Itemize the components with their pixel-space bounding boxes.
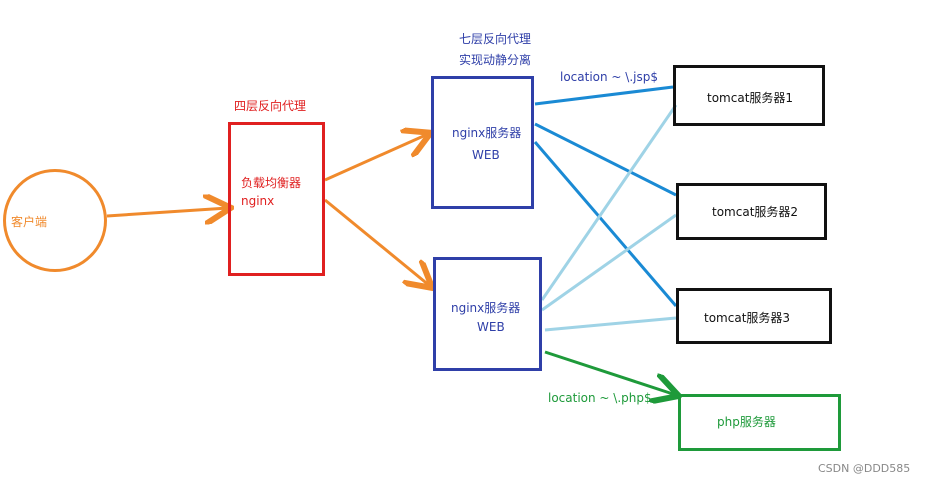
- tomcat1-label: tomcat服务器1: [707, 91, 794, 105]
- edge-nginx1-to-tomcat1: [534, 85, 674, 106]
- edge-lb-to-nginx1: [324, 134, 428, 182]
- nginx2-label-line1: nginx服务器: [451, 301, 521, 315]
- nginx-server-1: [431, 76, 534, 209]
- client-label: 客户端: [11, 215, 48, 229]
- load-balancer-node: [228, 122, 325, 276]
- nginx2-label-line2: WEB: [477, 320, 505, 334]
- layer7-title-line2: 实现动静分离: [459, 53, 532, 67]
- lb-label-line1: 负载均衡器: [241, 176, 302, 190]
- location-php-label: location ~ \.php$: [548, 391, 652, 405]
- layer7-title-line1: 七层反向代理: [459, 32, 532, 46]
- edge-nginx1-to-tomcat3: [533, 141, 678, 307]
- nginx1-label-line1: nginx服务器: [452, 126, 522, 140]
- edge-nginx1-to-tomcat2: [534, 122, 677, 197]
- edge-lb-to-nginx2: [324, 198, 430, 286]
- layer4-title: 四层反向代理: [234, 99, 307, 113]
- tomcat-server-3: [676, 288, 832, 344]
- edge-nginx2-to-tomcat2: [541, 213, 677, 312]
- nginx-server-2: [433, 257, 542, 371]
- location-jsp-label: location ~ \.jsp$: [560, 70, 658, 84]
- php-server: [678, 394, 841, 451]
- edge-client-to-lb: [106, 208, 228, 216]
- php-label: php服务器: [717, 415, 776, 429]
- tomcat-server-1: [673, 65, 825, 126]
- tomcat3-label: tomcat服务器3: [704, 311, 791, 325]
- watermark: CSDN @DDD585: [818, 462, 911, 475]
- edge-nginx2-to-php: [544, 350, 676, 395]
- edge-nginx2-to-tomcat1: [540, 104, 678, 301]
- tomcat2-label: tomcat服务器2: [712, 205, 799, 219]
- client-node: [3, 169, 107, 272]
- lb-label-line2: nginx: [241, 194, 275, 208]
- edge-nginx2-to-tomcat3: [544, 316, 677, 332]
- tomcat-server-2: [676, 183, 827, 240]
- nginx1-label-line2: WEB: [472, 148, 500, 162]
